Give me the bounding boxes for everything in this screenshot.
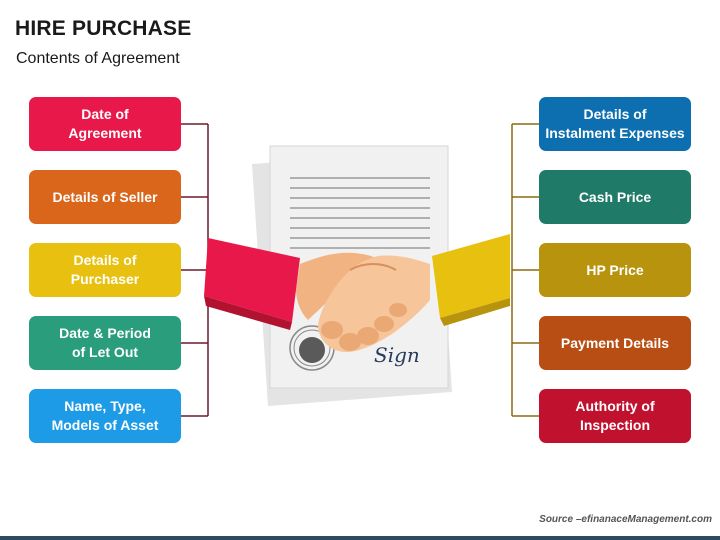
box-hp-price: HP Price (539, 243, 691, 297)
handshake-illustration: Sign (204, 145, 510, 406)
box-authority-of-inspection: Authority of Inspection (539, 389, 691, 443)
left-sleeve (204, 238, 300, 330)
box-details-of-seller: Details of Seller (29, 170, 181, 224)
box-details-of-purchaser: Details of Purchaser (29, 243, 181, 297)
box-cash-price: Cash Price (539, 170, 691, 224)
box-date-of-agreement: Date of Agreement (29, 97, 181, 151)
box-name-type-models-asset: Name, Type, Models of Asset (29, 389, 181, 443)
box-details-instalment-expenses: Details of Instalment Expenses (539, 97, 691, 151)
page-title: HIRE PURCHASE (15, 17, 192, 40)
right-bracket (511, 123, 539, 417)
page-subtitle: Contents of Agreement (16, 50, 180, 67)
source-note: Source –efinanaceManagement.com (539, 514, 712, 525)
right-sleeve (432, 234, 510, 326)
box-date-period-let-out: Date & Period of Let Out (29, 316, 181, 370)
box-payment-details: Payment Details (539, 316, 691, 370)
bottom-bar (0, 536, 720, 540)
signature-text: Sign (374, 343, 420, 367)
handshake-icon (296, 252, 430, 352)
